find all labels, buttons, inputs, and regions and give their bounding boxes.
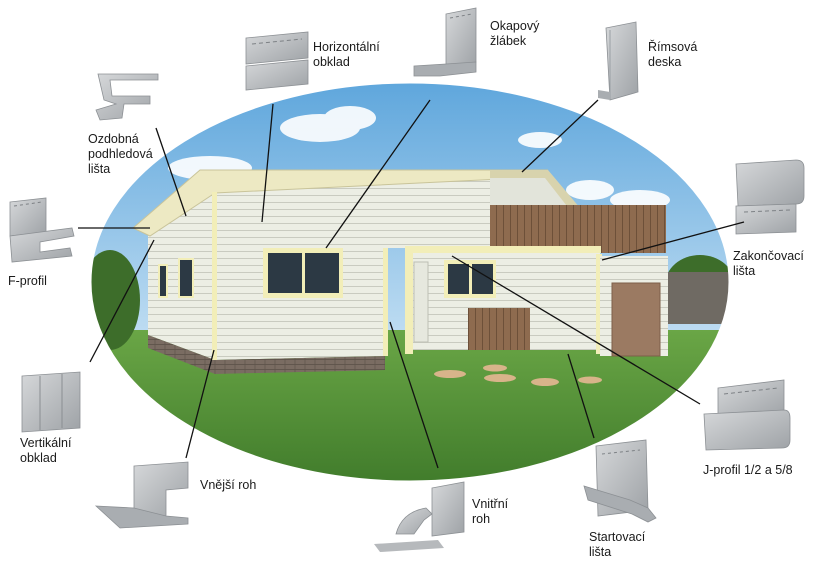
inner-corner-trim	[383, 248, 388, 356]
outer-corner-icon	[94, 461, 189, 529]
label-vertical-siding: Vertikální obklad	[20, 436, 72, 465]
window-front	[263, 248, 343, 298]
label-j-profile: J-profil 1/2 a 5/8	[703, 463, 793, 477]
leader-startovaci	[567, 353, 595, 439]
decorative-soffit-trim-icon	[95, 73, 159, 121]
leader-vnejsi-roh	[185, 349, 215, 459]
brick-base	[148, 335, 385, 374]
gutter-profile-icon	[413, 7, 477, 77]
garage-door	[611, 282, 661, 357]
leader-zakoncovaci	[601, 221, 745, 261]
label-outer-corner: Vnější roh	[200, 478, 257, 492]
label-soffit-board: Římsová deska	[648, 40, 698, 69]
balcony-railing	[490, 205, 666, 253]
fence	[660, 272, 730, 324]
leader-vertikalni	[89, 239, 155, 363]
front-wall	[215, 175, 490, 360]
label-inner-corner: Vnitřní roh	[472, 497, 509, 526]
stepping-stones	[434, 364, 602, 386]
label-horizontal-siding: Horizontální obklad	[313, 40, 380, 69]
window-porch	[444, 260, 496, 298]
porch-post-left	[405, 246, 413, 354]
label-finishing-trim: Zakončovací lišta	[733, 249, 804, 278]
leader-vnitrni-roh	[389, 321, 439, 469]
leader-lines	[78, 99, 745, 469]
starter-strip-icon	[583, 439, 657, 523]
leader-j-profil	[451, 255, 701, 405]
label-f-profile: F-profil	[8, 274, 47, 288]
j-profile-icon	[703, 379, 791, 451]
leader-okapovy	[325, 99, 431, 249]
outer-corner-trim	[212, 192, 217, 360]
soffit-board-icon	[598, 21, 639, 101]
f-profile-icon	[9, 197, 75, 263]
porch-post-right	[596, 254, 602, 354]
inner-corner-icon	[374, 481, 465, 552]
label-gutter: Okapový žlábek	[490, 19, 540, 48]
label-starter-strip: Startovací lišta	[589, 530, 646, 559]
leader-rimsova	[521, 99, 599, 173]
porch-door	[413, 261, 429, 343]
label-decorative-trim: Ozdobná podhledová lišta	[88, 132, 153, 176]
vertical-siding-icon	[21, 371, 81, 433]
leader-ozdobna	[155, 127, 187, 217]
finishing-trim-icon	[735, 159, 805, 235]
leader-horizontalni	[261, 103, 274, 223]
horizontal-siding-icon	[245, 31, 309, 91]
window-side	[158, 258, 194, 298]
porch-beam	[405, 246, 601, 253]
photo-oval-edge	[88, 80, 732, 484]
porch-bench	[468, 308, 530, 350]
